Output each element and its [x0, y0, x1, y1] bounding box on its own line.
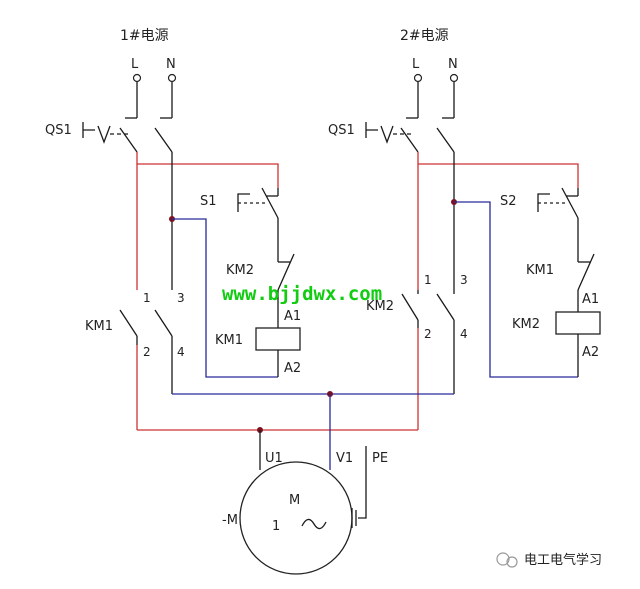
source2-l-label: L — [412, 57, 420, 72]
svg-text:-M: -M — [222, 513, 238, 528]
source2-n-terminal — [449, 73, 459, 83]
motor: U1 V1 PE M 1 -M — [222, 446, 388, 575]
svg-text:PE: PE — [372, 451, 388, 466]
source1-n-terminal — [167, 73, 177, 83]
source1-qs1-switch: QS1 — [45, 110, 173, 153]
source1-l-terminal — [132, 73, 142, 83]
svg-text:A2: A2 — [582, 345, 599, 360]
source2-km1-contact: KM1 — [526, 253, 595, 312]
source1-s1-button: S1 — [200, 187, 279, 256]
svg-text:1: 1 — [143, 291, 151, 305]
svg-text:S1: S1 — [200, 194, 217, 209]
svg-text:1: 1 — [424, 273, 432, 287]
source2-km2-coil: A1 KM2 A2 — [512, 292, 601, 377]
svg-text:A1: A1 — [582, 292, 599, 307]
svg-text:M: M — [289, 493, 300, 508]
svg-text:KM1: KM1 — [215, 333, 243, 348]
svg-text:KM1: KM1 — [85, 319, 113, 334]
svg-text:3: 3 — [177, 291, 185, 305]
svg-text:电工电气学习: 电工电气学习 — [524, 552, 602, 568]
svg-text:2: 2 — [143, 345, 151, 359]
svg-text:KM2: KM2 — [226, 263, 254, 278]
svg-text:4: 4 — [460, 327, 468, 341]
source2-km2-main-contacts: KM2 1 3 2 4 — [366, 273, 468, 341]
svg-text:V1: V1 — [336, 451, 353, 466]
source2-qs1-switch: QS1 — [328, 110, 455, 153]
source1-km1-coil: A1 KM1 A2 — [215, 309, 301, 377]
svg-text:KM1: KM1 — [526, 263, 554, 278]
source2-title: 2#电源 — [400, 28, 449, 44]
source1-l-label: L — [131, 57, 139, 72]
source1-km2-contact: KM2 — [226, 253, 295, 328]
svg-text:QS1: QS1 — [45, 123, 72, 138]
svg-text:S2: S2 — [500, 194, 517, 209]
svg-text:U1: U1 — [265, 451, 283, 466]
svg-text:QS1: QS1 — [328, 123, 355, 138]
svg-text:3: 3 — [460, 273, 468, 287]
source2-s2-button: S2 — [500, 187, 579, 256]
svg-text:4: 4 — [177, 345, 185, 359]
svg-text:1: 1 — [272, 519, 280, 534]
source2-l-terminal — [413, 73, 423, 83]
source1-title: 1#电源 — [120, 28, 169, 44]
brand-logo: 电工电气学习 — [496, 552, 602, 568]
watermark: www.bjjdwx.com — [222, 283, 382, 305]
source1-n-label: N — [166, 57, 176, 72]
source2-n-label: N — [448, 57, 458, 72]
svg-text:A2: A2 — [284, 361, 301, 376]
svg-text:A1: A1 — [284, 309, 301, 324]
svg-text:2: 2 — [424, 327, 432, 341]
svg-text:KM2: KM2 — [366, 299, 394, 314]
svg-text:KM2: KM2 — [512, 317, 540, 332]
source1-km1-main-contacts: KM1 1 3 2 4 — [85, 291, 185, 359]
